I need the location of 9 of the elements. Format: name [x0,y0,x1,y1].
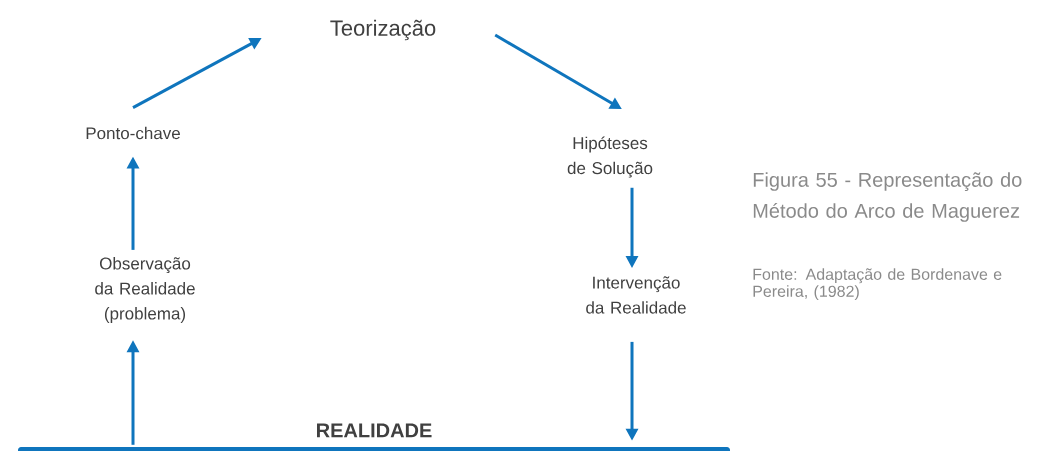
node-label: REALIDADE [317,423,432,438]
ground-bar: REALIDADE [18,423,730,451]
stage-label: Observação da Realidade (problema) [95,257,195,323]
figure-caption: Figura 55 - Representação do Método do Arco de Maguerez [753,172,1022,222]
source-note: Fonte: Adaptação de Bordenave e Pereira, (1982) [753,268,1002,301]
stage-label: Intervenção da Realidade [586,276,686,314]
stage-label: Ponto-chave [86,126,180,140]
stage-label: Hipóteses de Solução [567,136,653,178]
stage-label: Teorização [330,19,436,41]
